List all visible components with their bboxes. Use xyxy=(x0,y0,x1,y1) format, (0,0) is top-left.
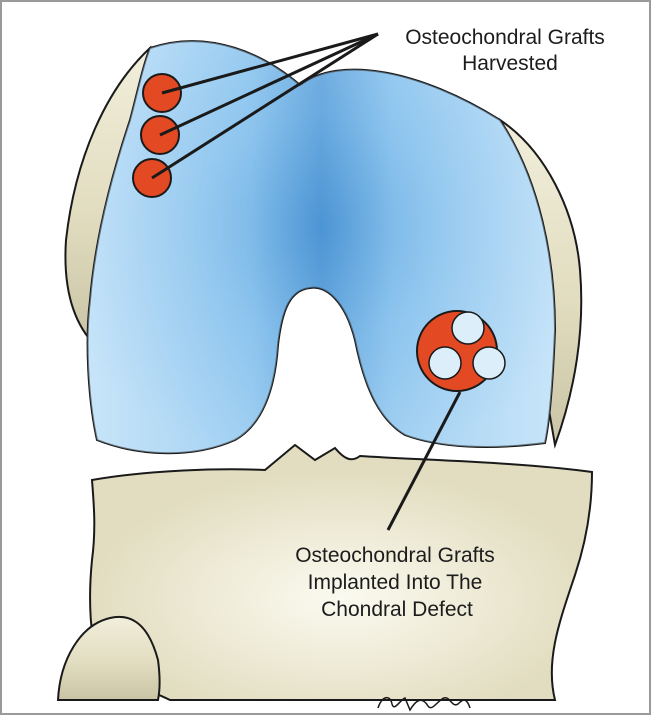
harvest-label-line1: Osteochondral Grafts xyxy=(405,26,605,49)
implant-label-line2: Implanted Into The xyxy=(308,571,483,594)
implanted-plug-1 xyxy=(452,312,484,344)
implanted-plug-2 xyxy=(429,347,461,379)
harvest-label-line2: Harvested xyxy=(462,52,558,75)
implant-label-line3: Chondral Defect xyxy=(321,598,473,621)
implant-label-line1: Osteochondral Grafts xyxy=(295,544,495,567)
implanted-plug-3 xyxy=(473,347,505,379)
